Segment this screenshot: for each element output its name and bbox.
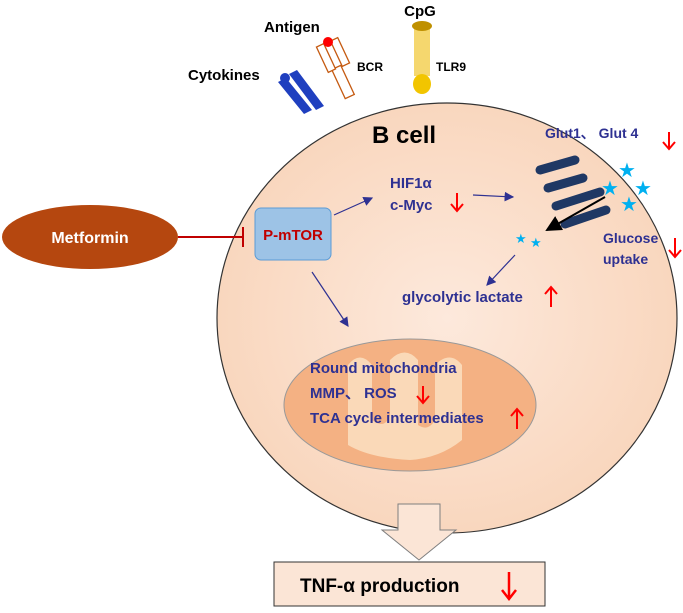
pmtor-label: P-mTOR [263, 227, 323, 244]
glucose-influx-arrow [545, 196, 606, 231]
hif-down-arrow-icon [450, 193, 464, 213]
glucose-label: Glucose [603, 230, 658, 246]
tlr9-label: TLR9 [436, 60, 466, 74]
svg-text:★: ★ [634, 176, 652, 200]
lactate-up-arrow-icon [544, 285, 558, 307]
glut-down-arrow-icon [662, 132, 676, 151]
cytokines-label: Cytokines [188, 67, 260, 84]
pmtor-node [254, 207, 332, 261]
glut-label: Glut1、 Glut 4 [545, 125, 639, 141]
lactate-label: glycolytic lactate [402, 289, 523, 306]
hif1a-label: HIF1α [390, 175, 433, 192]
svg-text:★: ★ [515, 232, 527, 247]
tlr9-receptor-icon [412, 21, 432, 94]
cytokine-receptor-icon [278, 70, 324, 114]
antigen-label: Antigen [264, 19, 320, 36]
bcr-label: BCR [357, 60, 383, 74]
mtor-to-hif-arrow [333, 197, 374, 216]
block-down-arrow [380, 503, 458, 561]
tnf-box [273, 561, 546, 607]
hif-to-glut-arrow [472, 191, 515, 202]
glut-transporter-icon [535, 155, 611, 229]
cmyc-label: c-Myc [390, 197, 433, 214]
bcr-receptor-icon [315, 36, 356, 100]
svg-text:★: ★ [530, 236, 542, 251]
cpg-label: CpG [404, 3, 436, 20]
cell-title: B cell [372, 122, 436, 149]
tnf-down-arrow-icon [501, 572, 517, 602]
mitochondria-cristae [348, 352, 462, 460]
tca-up-arrow-icon [510, 407, 524, 429]
mito-line-3: TCA cycle intermediates [310, 410, 484, 427]
metformin-node [2, 205, 178, 269]
glucose-down-arrow-icon [668, 238, 682, 259]
inhibition-line [178, 227, 244, 247]
glucose-to-lactate-arrow [486, 254, 516, 286]
ros-down-arrow-icon [416, 386, 430, 405]
mito-line-1: Round mitochondria [310, 360, 457, 377]
glucose-star-icons: ★★★ ★★★ [515, 158, 652, 251]
mtor-to-mito-arrow [311, 271, 349, 327]
svg-text:★: ★ [620, 192, 638, 216]
svg-text:★: ★ [601, 176, 619, 200]
svg-text:★: ★ [618, 158, 636, 182]
tnf-label: TNF-α production [300, 576, 459, 597]
uptake-label: uptake [603, 251, 648, 267]
metformin-label: Metformin [51, 230, 128, 247]
mito-line-2: MMP、 ROS [310, 385, 397, 402]
